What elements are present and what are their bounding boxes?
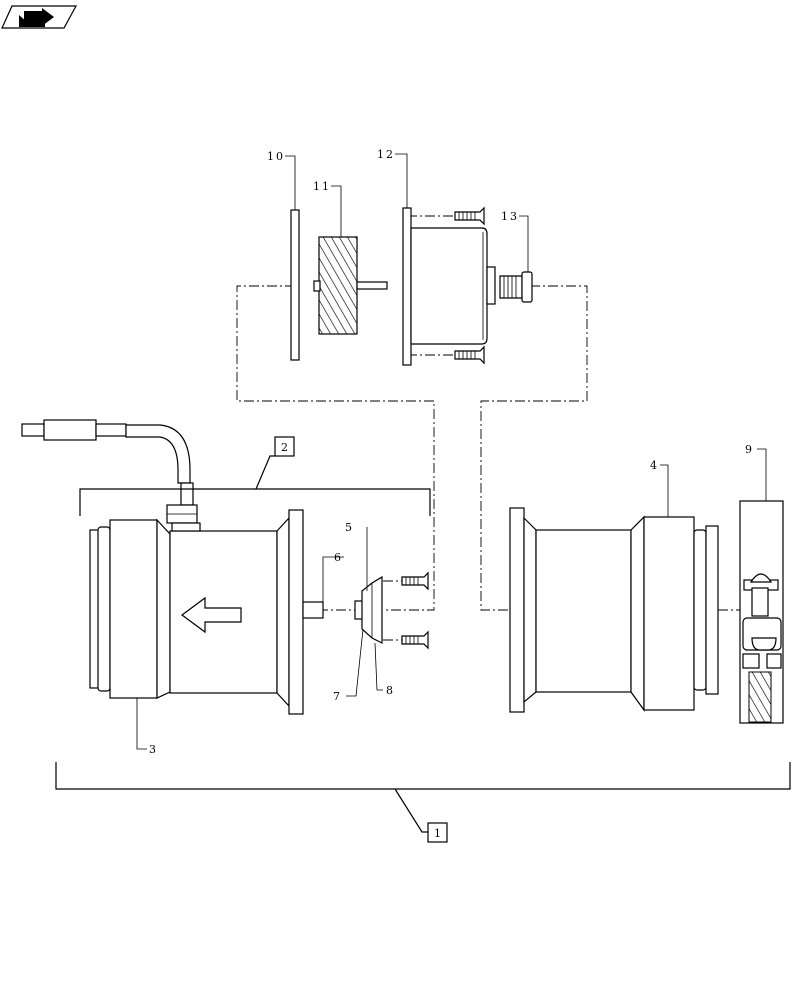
callout-2: 2	[281, 441, 290, 454]
callout-1: 1	[434, 827, 443, 840]
part-10-gasket	[290, 209, 300, 361]
part-6-shaft	[302, 601, 324, 619]
callout-3: 3	[149, 743, 158, 756]
callout-9: 9	[745, 443, 754, 456]
part-2-cable	[21, 419, 198, 524]
direction-arrow-icon	[180, 596, 242, 634]
part-11-gear	[313, 236, 388, 335]
callout-7: 7	[333, 690, 342, 703]
part-4-cylinder	[509, 507, 719, 713]
callout-5: 5	[345, 521, 354, 534]
callout-10: 10	[267, 150, 285, 163]
bracket-assembly-2	[79, 455, 431, 516]
screw-top-lower	[454, 345, 485, 365]
assembly-line-right	[480, 285, 588, 611]
part-12-motor	[402, 207, 496, 366]
screw-mid-upper	[401, 571, 429, 591]
callout-11: 11	[313, 180, 331, 193]
bracket-assembly-1	[55, 762, 791, 833]
callout-box-1	[427, 822, 448, 843]
callout-6: 6	[334, 551, 343, 564]
leader-lines	[136, 153, 767, 750]
callout-12: 12	[377, 148, 395, 161]
callout-box-2	[274, 436, 295, 457]
callout-4: 4	[650, 459, 659, 472]
screw-mid-lower	[401, 630, 429, 650]
part-3-housing	[89, 509, 304, 715]
screw-top-upper	[454, 206, 485, 226]
part-13-fitting	[499, 271, 533, 303]
part-5-cap	[354, 575, 383, 644]
assembly-line-left	[236, 285, 435, 611]
arrow-page-icon[interactable]	[1, 5, 78, 29]
callout-13: 13	[501, 210, 519, 223]
callout-8: 8	[386, 684, 395, 697]
part-9-bracket	[739, 500, 784, 724]
